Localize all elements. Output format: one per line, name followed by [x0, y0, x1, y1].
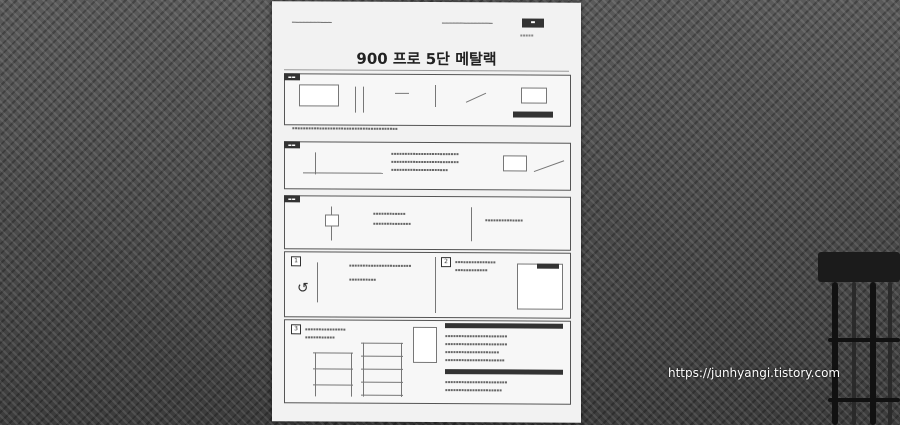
step-3-badge: 3 [291, 324, 301, 335]
caution-rack-drawing [533, 160, 565, 173]
parts-section: ▬▬ [284, 73, 571, 127]
step-3-text-2: ▪▪▪▪▪▪▪▪▪▪▪ [305, 334, 335, 340]
assembly-text-2: ▪▪▪▪▪▪▪▪▪▪▪▪▪▪ [373, 220, 411, 226]
notice-header-bar [445, 323, 563, 329]
step-2-text-2: ▪▪▪▪▪▪▪▪▪▪▪▪ [455, 267, 488, 273]
foot-part-drawing [521, 87, 547, 104]
step-3-detail-box [413, 326, 437, 364]
step-section-1-2: 1 ↺ ▪▪▪▪▪▪▪▪▪▪▪▪▪▪▪▪▪▪▪▪▪▪▪ ▪▪▪▪▪▪▪▪▪▪ 2… [284, 251, 571, 319]
step-2-detail-box [517, 263, 563, 310]
step-section-3: 3 ▪▪▪▪▪▪▪▪▪▪▪▪▪▪▪ ▪▪▪▪▪▪▪▪▪▪▪ ▪▪▪▪▪▪▪▪▪▪… [284, 319, 571, 405]
shelf-part-drawing [299, 84, 339, 107]
pole-part-drawing [355, 86, 356, 113]
parts-label-bar [513, 111, 553, 118]
title-divider [284, 69, 569, 72]
caution-spec-box [503, 155, 527, 172]
step-1-text-2: ▪▪▪▪▪▪▪▪▪▪ [349, 276, 377, 282]
brand-subtext: ▪▪▪▪▪ [520, 32, 534, 38]
caution-text-line-3: ▪▪▪▪▪▪▪▪▪▪▪▪▪▪▪▪▪▪▪▪▪ [391, 166, 448, 173]
rotate-arrow-icon: ↺ [297, 280, 309, 297]
brand-logo: ▬ [522, 18, 544, 28]
notice-line-3: ▪▪▪▪▪▪▪▪▪▪▪▪▪▪▪▪▪▪▪▪ [445, 349, 500, 355]
caution-section-tag: ▬▬ [284, 141, 300, 149]
step-2-detail-label [537, 263, 559, 269]
notice-header-bar-2 [445, 369, 563, 375]
assembly-section-tag: ▬▬ [284, 195, 300, 203]
step-1-pole-drawing [317, 262, 318, 303]
metal-rack-corner [812, 248, 900, 425]
step-2-badge: 2 [441, 257, 451, 268]
notice-line-4: ▪▪▪▪▪▪▪▪▪▪▪▪▪▪▪▪▪▪▪▪▪▪ [445, 357, 505, 363]
divider-line [435, 85, 436, 108]
notice-line-5: ▪▪▪▪▪▪▪▪▪▪▪▪▪▪▪▪▪▪▪▪▪▪▪ [445, 379, 508, 385]
step-3-text-1: ▪▪▪▪▪▪▪▪▪▪▪▪▪▪▪ [305, 326, 346, 332]
header-text-right: ━━━━━━━━━━━━━━ [442, 20, 493, 28]
tool-part-drawing [465, 92, 487, 103]
clip-part-drawing [395, 92, 409, 94]
pole-part-drawing-2 [363, 86, 364, 113]
caution-drawing-pole [315, 152, 316, 175]
assembly-section: ▬▬ ▪▪▪▪▪▪▪▪▪▪▪▪ ▪▪▪▪▪▪▪▪▪▪▪▪▪▪ ▪▪▪▪▪▪▪▪▪… [284, 195, 571, 251]
step-1-text-1: ▪▪▪▪▪▪▪▪▪▪▪▪▪▪▪▪▪▪▪▪▪▪▪ [349, 262, 412, 268]
notice-line-1: ▪▪▪▪▪▪▪▪▪▪▪▪▪▪▪▪▪▪▪▪▪▪▪ [445, 333, 508, 339]
notice-line-6: ▪▪▪▪▪▪▪▪▪▪▪▪▪▪▪▪▪▪▪▪▪ [445, 387, 502, 393]
parts-section-tag: ▬▬ [284, 73, 300, 81]
sheet-title: 900 프로 5단 메탈랙 [356, 49, 497, 69]
assembly-clip-drawing [325, 214, 339, 227]
caution-text-line-2: ▪▪▪▪▪▪▪▪▪▪▪▪▪▪▪▪▪▪▪▪▪▪▪▪▪ [391, 158, 459, 165]
caution-text-line-1: ▪▪▪▪▪▪▪▪▪▪▪▪▪▪▪▪▪▪▪▪▪▪▪▪▪ [391, 150, 459, 157]
assembly-pole-drawing-2 [471, 207, 472, 242]
step-divider [435, 257, 436, 314]
header-text-left: ━━━━━━━━━━━ [292, 19, 332, 27]
tall-rack-drawing [361, 342, 403, 397]
site-watermark: https://junhyangi.tistory.com [668, 366, 841, 380]
parts-note: ▪▪▪▪▪▪▪▪▪▪▪▪▪▪▪▪▪▪▪▪▪▪▪▪▪▪▪▪▪▪▪▪▪▪▪▪▪▪▪ [292, 125, 398, 131]
assembly-text-1: ▪▪▪▪▪▪▪▪▪▪▪▪ [373, 210, 406, 216]
instruction-sheet: ━━━━━━━━━━━ ━━━━━━━━━━━━━━ ▬ ▪▪▪▪▪ 900 프… [272, 1, 581, 423]
caution-section: ▬▬ ▪▪▪▪▪▪▪▪▪▪▪▪▪▪▪▪▪▪▪▪▪▪▪▪▪ ▪▪▪▪▪▪▪▪▪▪▪… [284, 141, 571, 191]
assembly-text-3: ▪▪▪▪▪▪▪▪▪▪▪▪▪▪ [485, 217, 523, 223]
step-1-badge: 1 [291, 256, 301, 267]
notice-line-2: ▪▪▪▪▪▪▪▪▪▪▪▪▪▪▪▪▪▪▪▪▪▪▪ [445, 341, 508, 347]
step-2-text-1: ▪▪▪▪▪▪▪▪▪▪▪▪▪▪▪ [455, 259, 496, 265]
small-rack-drawing [313, 352, 353, 397]
